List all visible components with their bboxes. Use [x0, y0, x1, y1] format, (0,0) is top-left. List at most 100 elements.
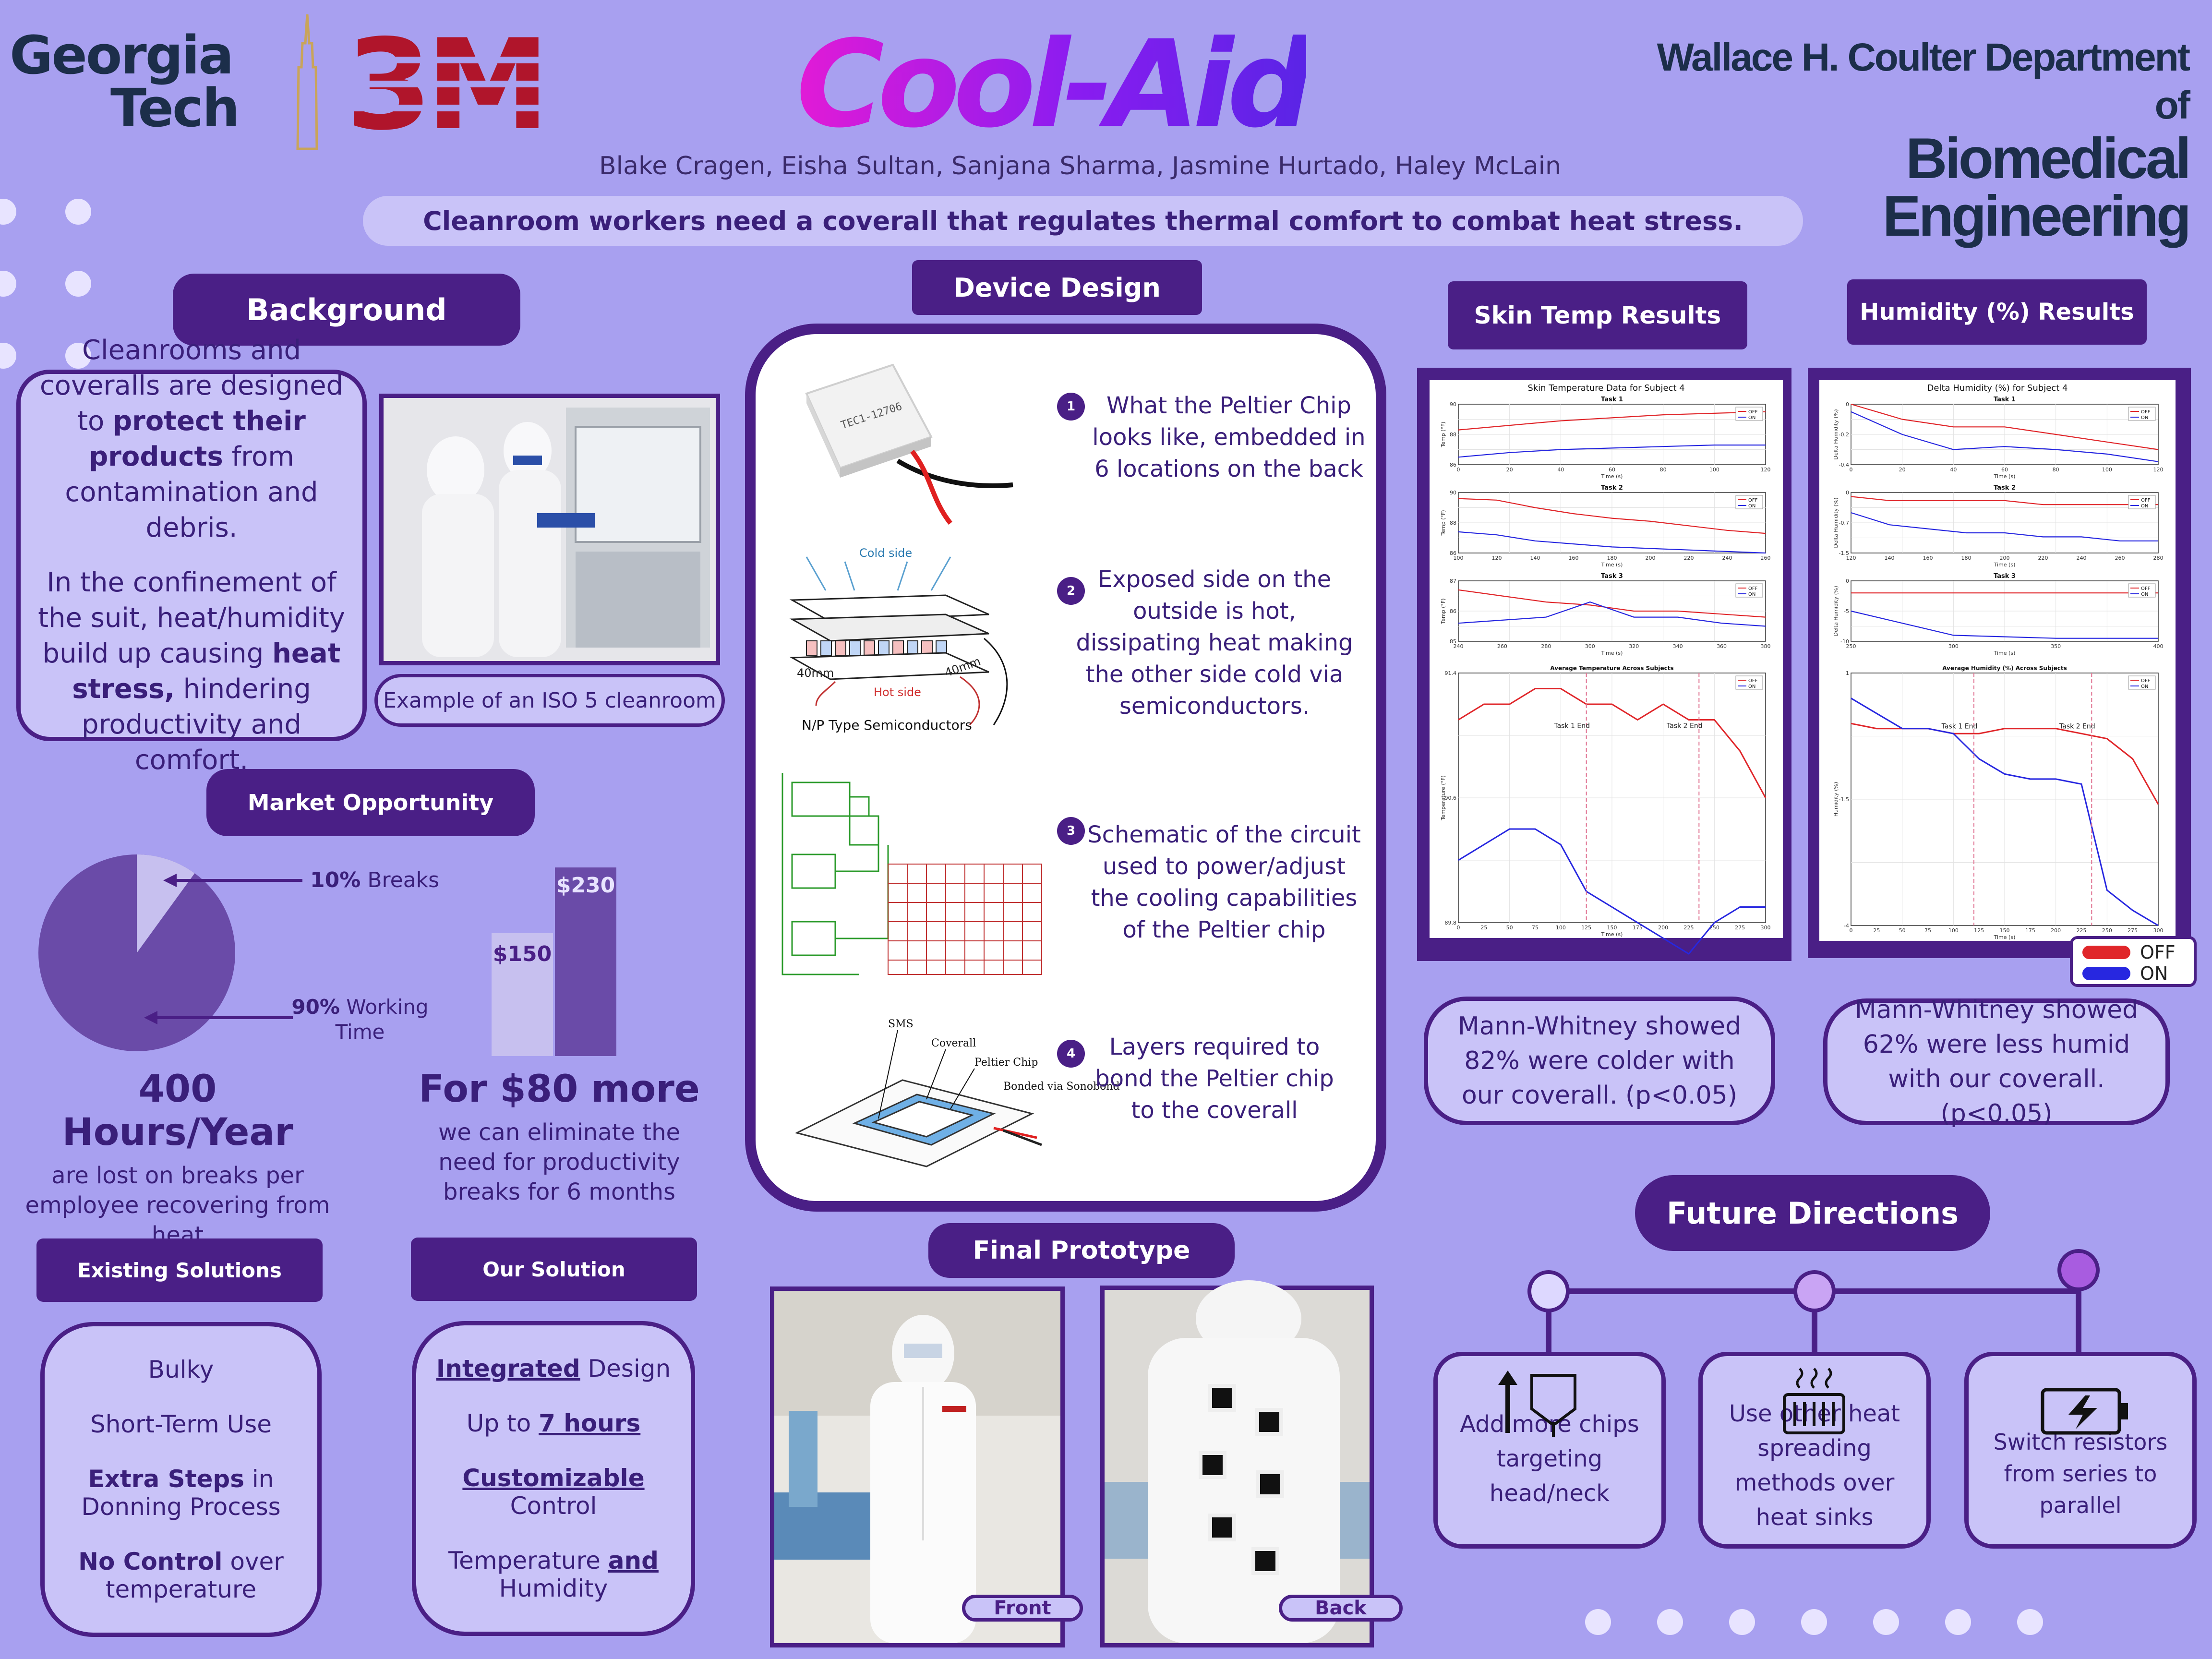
future-item-3-text: Switch resistors from series to parallel: [1993, 1429, 2168, 1518]
legend-on-label: ON: [2140, 963, 2168, 984]
decor-dot: [1873, 1609, 1899, 1635]
mini-legend: [1735, 675, 1763, 690]
mini-legend-label: ON: [2141, 504, 2148, 509]
chip-upgrade-icon: [1498, 1370, 1576, 1437]
cleanroom-photo: [379, 394, 720, 665]
bar-label-230: $230: [556, 873, 615, 898]
y-axis-label: Temperature (°F): [1440, 775, 1446, 821]
step-number-2: 2: [1057, 577, 1085, 605]
existing-item-extra-steps: Extra Steps in Donning Process: [81, 1465, 281, 1521]
y-axis-label: Temp (°F): [1440, 510, 1446, 536]
x-tick-label: 120: [2153, 467, 2164, 473]
x-tick-label: 0: [1457, 925, 1460, 931]
future-item-2-text: Use other heat spreading methods over he…: [1729, 1400, 1900, 1531]
x-tick-label: 240: [1722, 555, 1732, 561]
x-tick-label: 150: [2000, 927, 2010, 934]
device-heading-text: Device Design: [953, 272, 1161, 303]
x-tick-label: 340: [1673, 643, 1683, 649]
mini-legend: [2128, 675, 2156, 690]
skin-result-text: Mann-Whitney showed 82% were colder with…: [1457, 1012, 1742, 1110]
panel-title: Average Temperature Across Subjects: [1550, 665, 1673, 672]
mini-legend: [2128, 583, 2156, 598]
y-tick-label: 90.6: [1445, 795, 1457, 801]
y-tick-label: 0: [1846, 401, 1849, 408]
timeline-node-1: [1527, 1270, 1570, 1312]
x-tick-label: 220: [1684, 555, 1694, 561]
x-tick-label: 300: [1761, 925, 1771, 931]
y-tick-label: -10: [1840, 638, 1849, 645]
mini-legend: [1735, 495, 1763, 509]
mini-legend: [1735, 407, 1763, 421]
step-text-3: Schematic of the circuit used to power/a…: [1087, 821, 1361, 943]
mini-legend-label: ON: [2141, 415, 2148, 421]
peltier-chip-image: TEC1-12706: [805, 363, 1013, 525]
task-end-label: Task 1 End: [1553, 722, 1590, 730]
y-tick-label: -4: [1844, 923, 1849, 929]
gt-logo-line2: Tech: [110, 77, 240, 139]
background-paragraph-1: Cleanrooms and coveralls are designed to…: [39, 335, 344, 543]
mini-legend-label: ON: [2141, 684, 2148, 689]
x-tick-label: 280: [1541, 643, 1551, 649]
x-tick-label: 140: [1885, 555, 1895, 561]
author-list: Blake Cragen, Eisha Sultan, Sanjana Shar…: [599, 152, 1561, 180]
x-tick-label: 100: [1556, 925, 1566, 931]
x-tick-label: 240: [2077, 555, 2087, 561]
x-tick-label: 260: [2115, 555, 2125, 561]
y-tick-label: 86: [1450, 550, 1456, 556]
x-tick-label: 100: [2102, 467, 2112, 473]
background-heading-text: Background: [246, 292, 447, 327]
market-heading-text: Market Opportunity: [247, 790, 494, 816]
step-text-1: What the Peltier Chip looks like, embedd…: [1092, 392, 1366, 482]
np-label: N/P Type Semiconductors: [802, 717, 972, 733]
battery-icon: [2041, 1388, 2128, 1435]
bar-150: [492, 933, 553, 1056]
y-tick-label: -5: [1844, 608, 1849, 614]
future-item-3: Switch resistors from series to parallel: [1964, 1352, 2197, 1549]
y-tick-label: 0: [1846, 490, 1849, 496]
y-tick-label: -0.4: [1839, 462, 1849, 468]
x-tick-label: 280: [2153, 555, 2164, 561]
cleanroom-photo-illustration: [384, 398, 716, 661]
mini-legend-label: ON: [1748, 415, 1755, 421]
skin-result-box: Mann-Whitney showed 82% were colder with…: [1424, 997, 1775, 1125]
stat-cost-big: For $80 more: [419, 1068, 700, 1111]
x-axis-label: Time (s): [1601, 931, 1623, 938]
decor-dot: [1801, 1609, 1827, 1635]
x-tick-label: 350: [2051, 643, 2061, 649]
x-tick-label: 0: [1850, 927, 1853, 934]
gt-logo-line1: Georgia: [10, 24, 234, 86]
y-tick-label: -1.5: [1839, 796, 1849, 803]
circuit-schematic: [781, 773, 1042, 975]
y-axis-label: Delta Humidity (%): [1833, 586, 1839, 636]
x-tick-label: 100: [1948, 927, 1959, 934]
existing-heading-text: Existing Solutions: [77, 1258, 282, 1282]
x-tick-label: 20: [1899, 467, 1906, 473]
prototype-front-photo: [770, 1286, 1065, 1647]
panel-title: Task 3: [1994, 573, 2016, 580]
x-tick-label: 80: [2053, 467, 2059, 473]
x-tick-label: 400: [2153, 643, 2164, 649]
x-tick-label: 260: [1497, 643, 1507, 649]
x-tick-label: 140: [1530, 555, 1540, 561]
y-axis-label: Delta Humidity (%): [1833, 497, 1839, 548]
x-axis-label: Time (s): [1994, 562, 2016, 568]
y-tick-label: 90: [1450, 401, 1456, 408]
device-heading: Device Design: [912, 260, 1202, 315]
y-tick-label: -1.5: [1839, 550, 1849, 556]
humidity-chart-title: Delta Humidity (%) for Subject 4: [1927, 383, 2068, 393]
y-axis-label: Humidity (%): [1833, 782, 1839, 817]
back-photo-illustration: [1105, 1280, 1370, 1643]
x-tick-label: 175: [1633, 925, 1643, 931]
future-item-2: Use other heat spreading methods over he…: [1698, 1352, 1931, 1549]
heat-sink-icon: [1783, 1368, 1845, 1434]
on-off-legend: OFF ON: [2070, 936, 2197, 987]
x-axis-label: Time (s): [1601, 650, 1623, 656]
layer-label-sms: SMS: [888, 1018, 914, 1030]
task-end-label: Task 2 End: [1666, 722, 1703, 730]
mini-legend-label: OFF: [2141, 409, 2151, 415]
